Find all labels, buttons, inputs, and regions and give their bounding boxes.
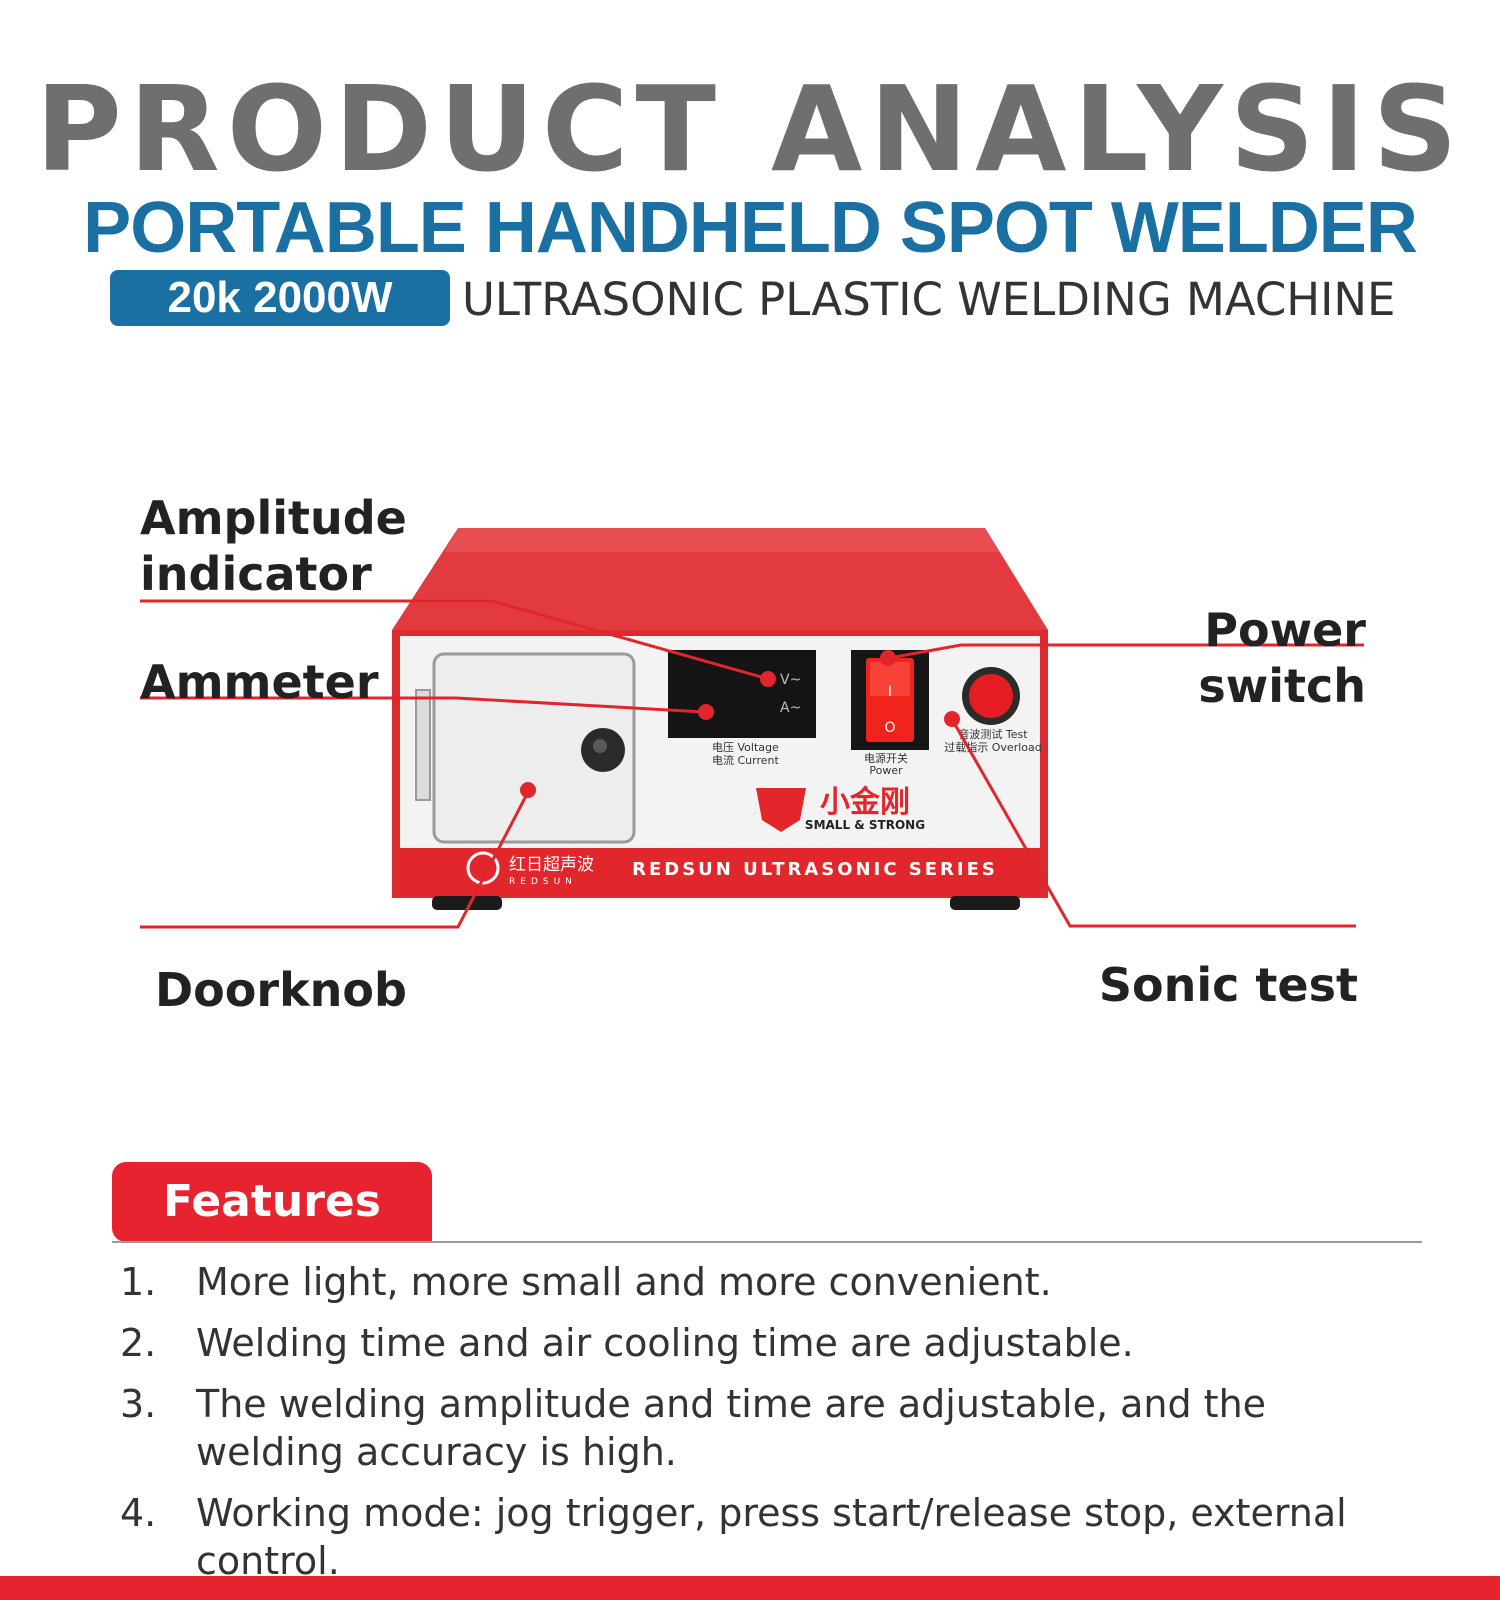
maker-en-text: REDSUN [509, 877, 577, 887]
feature-text: More light, more small and more convenie… [196, 1260, 1052, 1304]
machine-top-panel [392, 528, 1048, 630]
feature-text: The welding amplitude and time are adjus… [196, 1382, 1267, 1474]
feature-item: 2. Welding time and air cooling time are … [120, 1319, 1420, 1367]
features-list: 1. More light, more small and more conven… [120, 1258, 1420, 1598]
power-switch-callout-line [888, 643, 1364, 660]
doorknob-callout-line [140, 791, 530, 929]
power-spec-badge: 20k 2000W [110, 270, 450, 326]
page-title: PRODUCT ANALYSIS [35, 60, 1465, 198]
brand-cn-text: 小金刚 [820, 785, 910, 820]
product-line-text: ULTRASONIC PLASTIC WELDING MACHINE [462, 273, 1396, 326]
feature-text: Working mode: jog trigger, press start/r… [196, 1491, 1347, 1583]
feature-item: 1. More light, more small and more conven… [120, 1258, 1420, 1306]
bottom-accent-bar [0, 1576, 1500, 1600]
feature-item: 4. Working mode: jog trigger, press start… [120, 1489, 1420, 1585]
feature-item: 3. The welding amplitude and time are adj… [120, 1380, 1420, 1476]
feature-number: 3. [120, 1382, 157, 1426]
svg-text:I: I [888, 684, 892, 700]
sonic-test-label: Sonic test [1098, 958, 1358, 1012]
sonic-test-callout-line [951, 720, 1356, 928]
ammeter-label: Ammeter [140, 655, 379, 709]
feature-number: 1. [120, 1260, 157, 1304]
overload-caption: 过载指示 Overload [944, 740, 1041, 754]
doorknob-callout-dot [520, 782, 536, 798]
series-text: REDSUN ULTRASONIC SERIES [632, 859, 998, 880]
maker-cn-text: 红日超声波 [509, 855, 594, 875]
maker-logo-icon [466, 851, 500, 885]
amplitude-indicator-label: Amplitude indicator [140, 491, 407, 602]
machine-brand-strip [400, 848, 1040, 896]
meter-voltage-caption: 电压 Voltage [712, 741, 779, 754]
amplitude-callout-dot [760, 671, 776, 687]
switch-en-caption: Power [869, 764, 903, 777]
feature-number: 4. [120, 1491, 157, 1535]
amplitude-callout-line [140, 599, 766, 680]
brand-emblem-icon [756, 788, 806, 832]
ammeter-callout-dot [698, 704, 714, 720]
switch-cn-caption: 电源开关 [864, 751, 908, 765]
brand-tagline-text: SMALL & STRONG [805, 818, 925, 832]
meter-v-label: V~ [780, 672, 801, 688]
sonic-test-callout-dot [944, 711, 960, 727]
machine-foot-right [950, 896, 1020, 910]
machine-illustration: V~ A~ 电压 Voltage 电流 Current I O 电源开关 Pow… [140, 528, 1364, 929]
svg-text:O: O [884, 720, 895, 736]
meter-current-caption: 电流 Current [712, 753, 779, 767]
test-caption: 音波测试 Test [958, 727, 1028, 741]
product-subtitle: PORTABLE HANDHELD SPOT WELDER [83, 188, 1418, 268]
ammeter-callout-line [140, 696, 705, 714]
doorknob-label: Doorknob [155, 963, 407, 1017]
machine-foot-left [432, 896, 502, 910]
features-heading: Features [112, 1162, 432, 1242]
features-divider [112, 1241, 1422, 1243]
feature-number: 2. [120, 1321, 157, 1365]
meter-a-label: A~ [780, 700, 801, 716]
feature-text: Welding time and air cooling time are ad… [196, 1321, 1134, 1365]
voltage-current-meter [668, 650, 816, 738]
power-switch-label: Power switch [1198, 603, 1366, 714]
power-switch-callout-dot [880, 650, 896, 666]
